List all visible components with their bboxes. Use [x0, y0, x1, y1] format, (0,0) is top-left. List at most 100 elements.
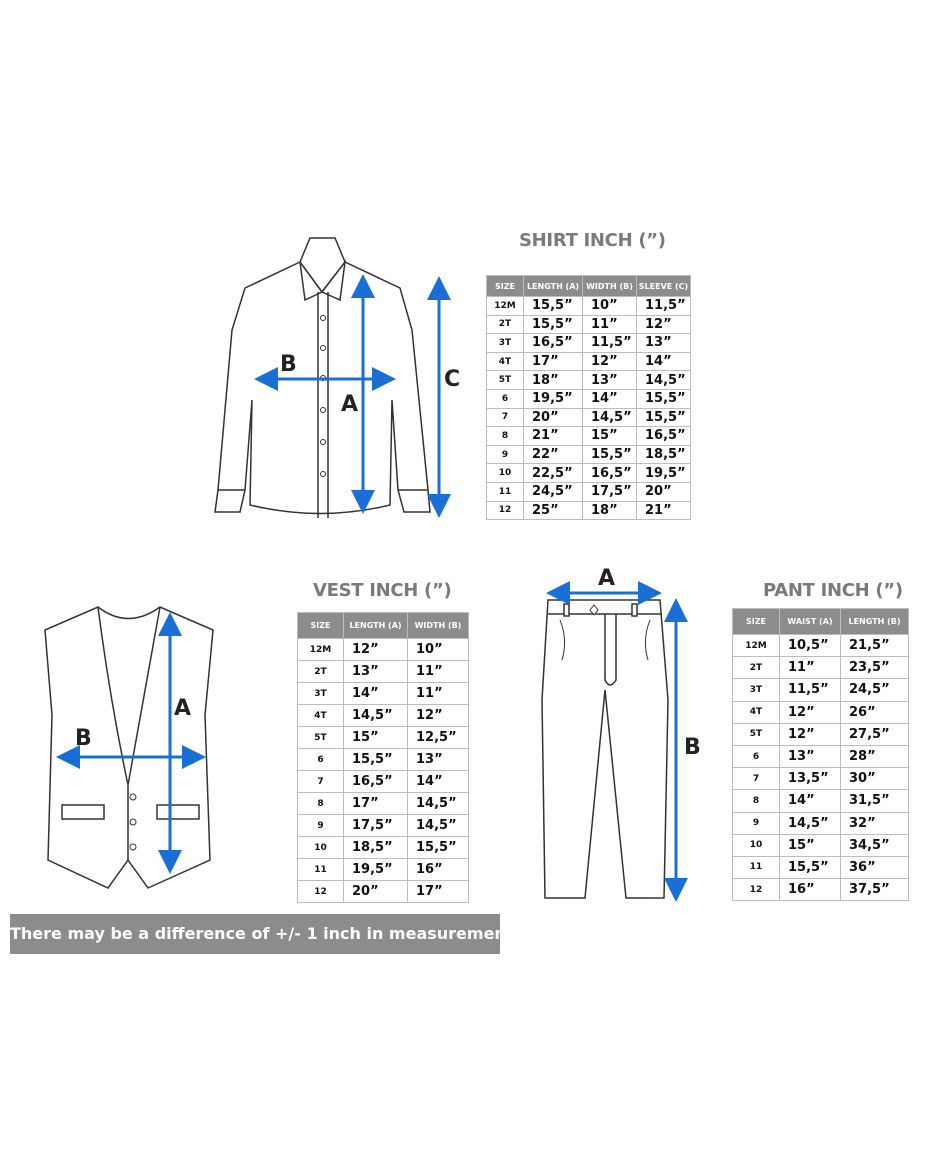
- measurement-cell: 15,5”: [636, 407, 691, 428]
- measurement-cell: 12”: [636, 314, 691, 335]
- measurement-cell: 21,5”: [840, 633, 909, 658]
- column-header: WAIST (A): [779, 608, 841, 635]
- measurement-cell: 10”: [582, 296, 637, 316]
- measurement-cell: 12,5”: [407, 726, 469, 749]
- measurement-cell: 12”: [407, 704, 469, 727]
- size-cell: 5T: [732, 722, 780, 746]
- measurement-cell: 14”: [407, 770, 469, 793]
- measurement-cell: 27,5”: [840, 722, 909, 746]
- measurement-cell: 15,5”: [779, 855, 841, 880]
- measurement-cell: 26”: [840, 700, 909, 724]
- size-cell: 5T: [297, 726, 344, 749]
- measurement-cell: 14,5”: [407, 792, 469, 815]
- measurement-cell: 28”: [840, 744, 909, 769]
- measurement-cell: 13”: [582, 370, 637, 390]
- measurement-cell: 17”: [343, 792, 408, 815]
- measurement-cell: 15,5”: [343, 748, 408, 771]
- measurement-cell: 11,5”: [636, 296, 691, 316]
- vest-drawing: [44, 606, 214, 889]
- measurement-cell: 17,5”: [343, 814, 408, 837]
- measurement-cell: 15,5”: [582, 444, 637, 465]
- size-cell: 10: [297, 836, 344, 859]
- pant-length-label: B: [684, 735, 701, 760]
- measurement-cell: 16,5”: [582, 463, 637, 483]
- size-cell: 2T: [732, 656, 780, 680]
- measurement-cell: 17”: [523, 351, 583, 372]
- measurement-cell: 18”: [523, 370, 583, 390]
- size-cell: 12: [297, 880, 344, 903]
- measurement-cell: 17”: [407, 880, 469, 903]
- size-cell: 10: [732, 833, 780, 857]
- measurement-cell: 13,5”: [779, 767, 841, 791]
- size-cell: 6: [486, 388, 524, 409]
- measurement-cell: 14”: [636, 351, 691, 372]
- size-cell: 7: [297, 770, 344, 793]
- measurement-cell: 19,5”: [343, 858, 408, 881]
- size-cell: 4T: [486, 351, 524, 372]
- measurement-cell: 31,5”: [840, 789, 909, 813]
- measurement-cell: 12”: [779, 722, 841, 746]
- size-cell: 8: [486, 426, 524, 446]
- measurement-cell: 20”: [523, 407, 583, 428]
- measurement-cell: 11,5”: [582, 333, 637, 353]
- column-header: SIZE: [732, 608, 780, 635]
- measurement-cell: 18,5”: [343, 836, 408, 859]
- measurement-cell: 13”: [779, 744, 841, 769]
- measurement-cell: 11”: [582, 314, 637, 335]
- size-cell: 7: [486, 407, 524, 428]
- shirt-sleeve-label: C: [444, 367, 461, 392]
- column-header: LENGTH (B): [840, 608, 909, 635]
- measurement-cell: 22,5”: [523, 463, 583, 483]
- measurement-cell: 11,5”: [779, 678, 841, 702]
- size-cell: 6: [297, 748, 344, 771]
- size-cell: 11: [486, 481, 524, 502]
- measurement-cell: 12”: [343, 638, 408, 661]
- measurement-cell: 14,5”: [779, 811, 841, 835]
- measurement-cell: 36”: [840, 855, 909, 880]
- measurement-cell: 12”: [779, 700, 841, 724]
- measurement-cell: 11”: [407, 682, 469, 705]
- measurement-cell: 10,5”: [779, 633, 841, 658]
- shirt-width-label: B: [280, 352, 297, 377]
- pant-drawing: [541, 599, 669, 899]
- column-header: SLEEVE (C): [636, 275, 691, 297]
- measurement-cell: 14,5”: [407, 814, 469, 837]
- size-cell: 9: [297, 814, 344, 837]
- measurement-cell: 14”: [779, 789, 841, 813]
- measurement-cell: 19,5”: [636, 463, 691, 483]
- measurement-cell: 15”: [779, 833, 841, 857]
- size-cell: 11: [732, 855, 780, 880]
- measurement-cell: 15”: [582, 426, 637, 446]
- shirt-length-label: A: [341, 392, 359, 417]
- measurement-cell: 14”: [582, 388, 637, 409]
- measurement-cell: 14,5”: [636, 370, 691, 390]
- measurement-cell: 37,5”: [840, 878, 909, 902]
- column-header: WIDTH (B): [407, 612, 469, 639]
